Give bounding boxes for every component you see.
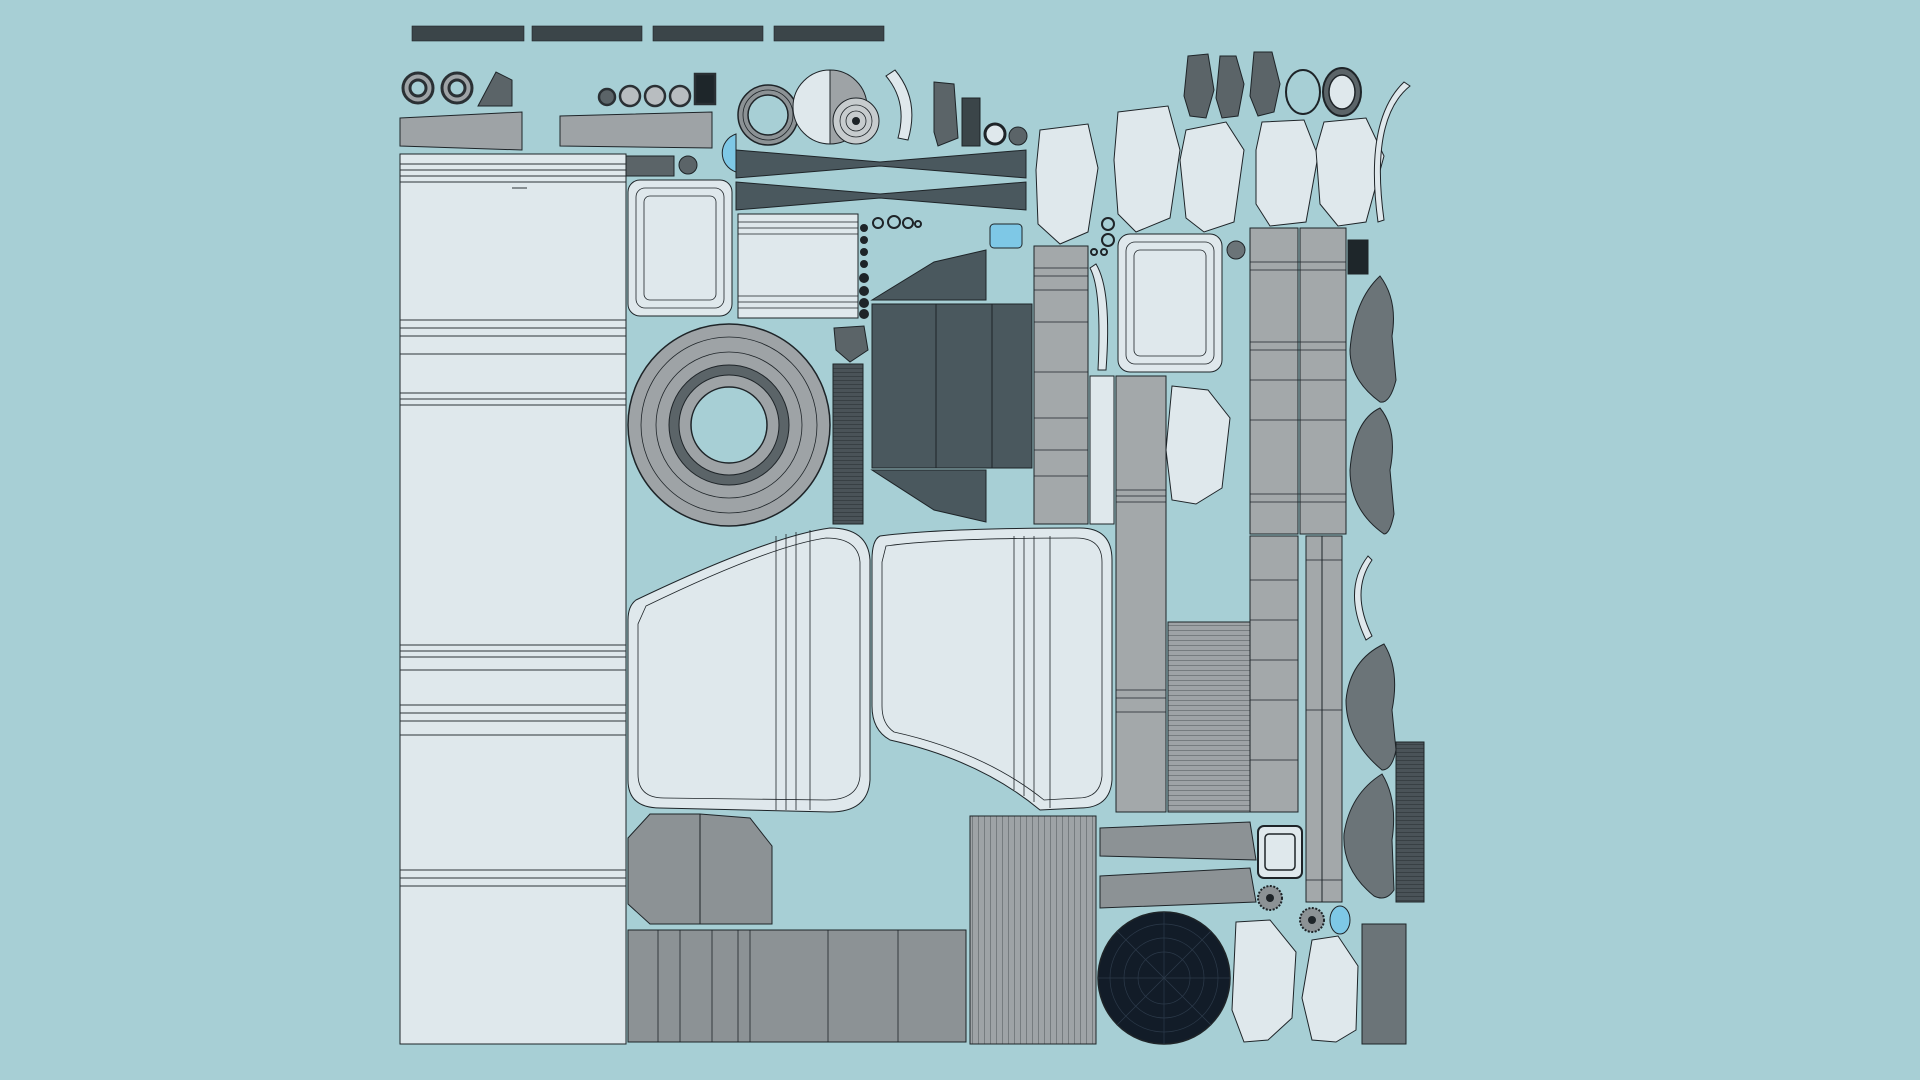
dark-leaf-shapes — [1343, 275, 1397, 899]
small-dark-rect-right — [1347, 239, 1369, 275]
tiny-ring-b — [1008, 126, 1028, 146]
blue-small-oval — [1329, 905, 1351, 935]
grey-striped-panel — [1033, 245, 1089, 525]
small-dark-dot — [678, 155, 698, 175]
dark-striped-column-right — [1395, 741, 1425, 903]
lower-grey-boxes — [627, 813, 967, 1043]
small-curve-right — [1354, 555, 1373, 641]
blue-half-disc — [721, 133, 737, 173]
octagon-small — [1165, 385, 1231, 505]
small-pentagon — [833, 325, 869, 363]
bowtie-bars — [735, 149, 1027, 211]
tapered-bar-2 — [559, 111, 713, 149]
small-box-piece — [933, 81, 959, 147]
dark-shields-top — [1183, 51, 1281, 119]
dots-column — [859, 224, 869, 319]
rounded-square-panel — [627, 179, 733, 317]
fan-disc — [832, 97, 880, 145]
tall-left-panel — [399, 153, 627, 1045]
small-gears — [1257, 885, 1325, 933]
octagon-row-top — [1035, 105, 1385, 245]
textured-strip — [1361, 923, 1407, 1045]
large-donut — [627, 323, 831, 527]
large-unwrap-right — [871, 527, 1113, 811]
top-ring — [737, 84, 799, 146]
tapered-bar-lower-1 — [1099, 821, 1257, 861]
framed-square-small — [1257, 825, 1303, 879]
blue-small-box — [989, 223, 1023, 249]
long-curve-strip — [1373, 81, 1411, 223]
tiny-stack-piece — [961, 97, 981, 147]
dark-striped-column — [832, 363, 864, 525]
top-strip-row — [411, 25, 885, 42]
tiny-ring-a — [983, 122, 1007, 146]
large-unwrap-left — [627, 527, 871, 813]
curved-arc-piece — [885, 69, 913, 141]
small-dark-block — [625, 155, 675, 177]
vertical-striped-block — [969, 815, 1097, 1045]
dark-slate-piece — [870, 249, 1033, 523]
curved-strip — [1089, 263, 1109, 371]
small-rings-top-left — [401, 71, 474, 105]
tiny-rings-row — [597, 72, 717, 108]
oval-ring — [1285, 69, 1321, 115]
tiny-rings-row-2 — [872, 215, 922, 229]
tall-grey-column-1 — [1115, 375, 1167, 813]
small-grey-dot — [1226, 240, 1246, 260]
tall-grey-columns-right — [1249, 227, 1347, 903]
striped-light-panel — [737, 213, 859, 319]
light-thin-column — [1089, 375, 1115, 525]
horizontal-striped-block — [1167, 621, 1251, 813]
tapered-bar-lower-2 — [1099, 867, 1257, 909]
wedge-piece — [477, 71, 513, 107]
rounded-square-panel-2 — [1117, 233, 1223, 373]
dark-disk — [1097, 911, 1231, 1045]
tapered-bar-1 — [399, 111, 523, 151]
small-rings-cluster — [1090, 217, 1115, 256]
octagon-row-bottom — [1231, 919, 1359, 1043]
half-disc-white — [792, 69, 831, 145]
oval-ring-dark — [1322, 67, 1362, 117]
